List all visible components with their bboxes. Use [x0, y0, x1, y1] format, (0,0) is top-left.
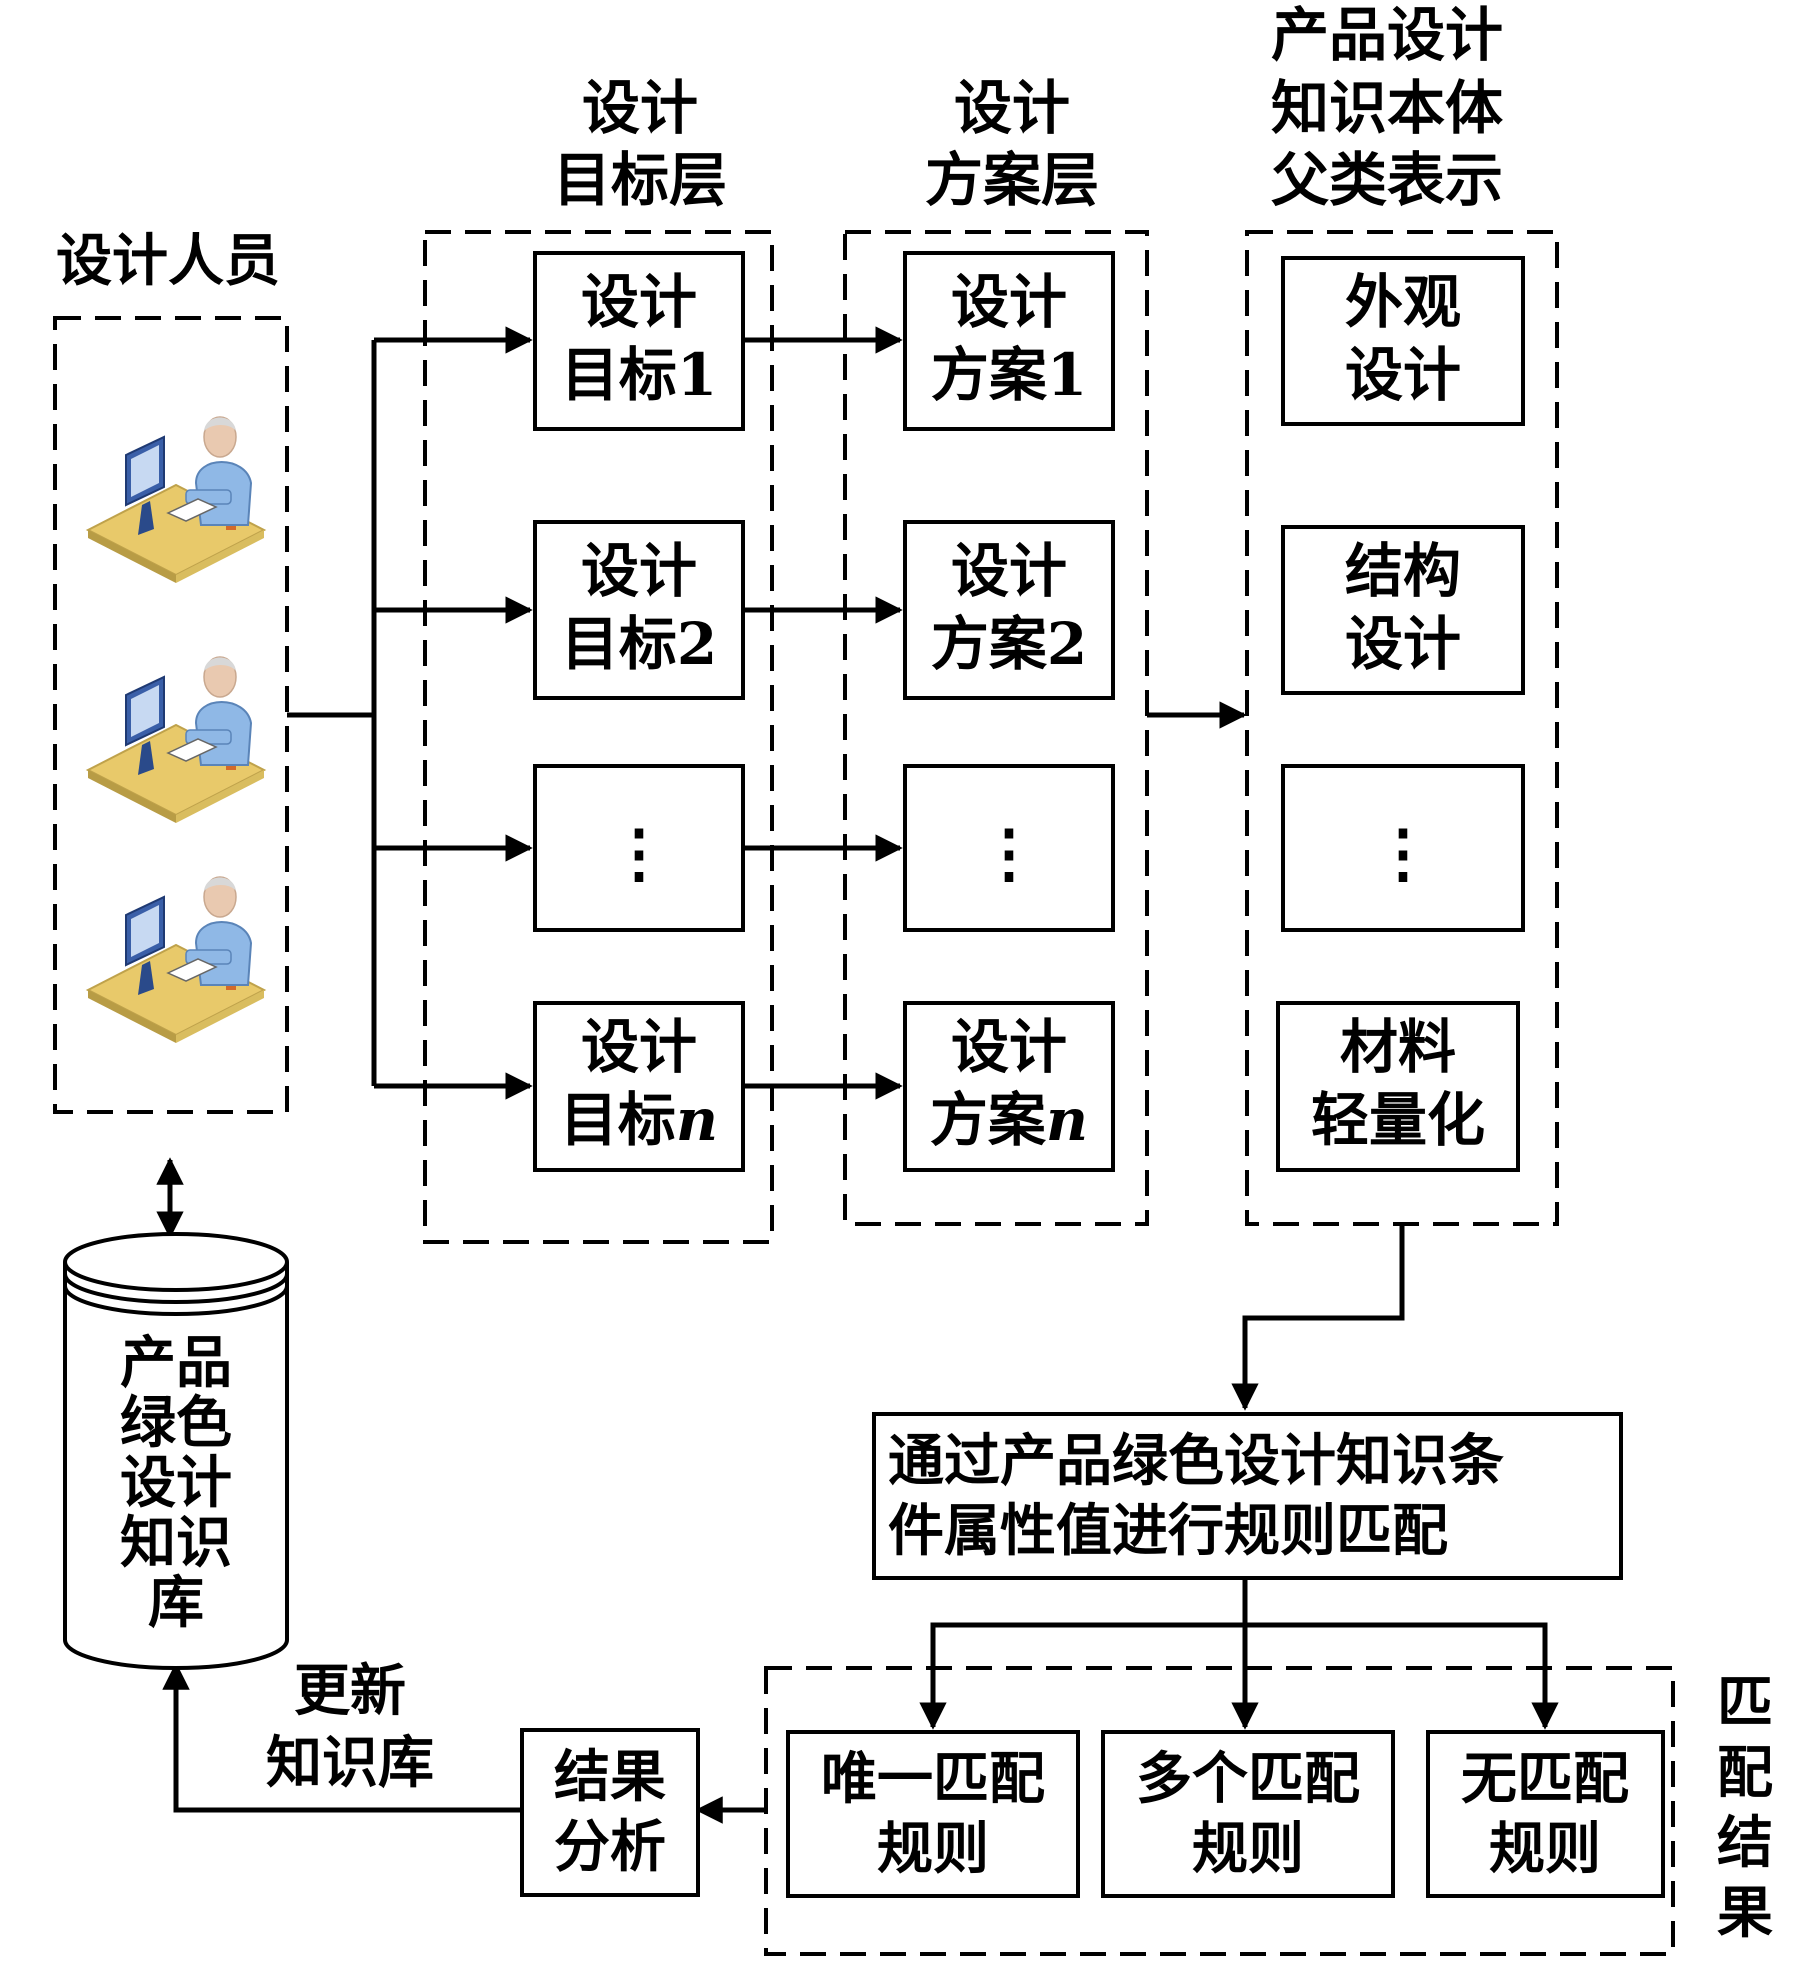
scheme-box-ellipsis [903, 764, 1115, 932]
designer-workstation-icon [87, 876, 265, 1044]
goal-2-line1: 设计 [581, 537, 697, 605]
goal-1-line2: 目标1 [561, 341, 717, 409]
match-none-line2: 规则 [1489, 1816, 1601, 1882]
match-result-unique-box [786, 1730, 1080, 1898]
designer-workstation-icon [87, 656, 265, 824]
knowledge-base-line3: 设计 [120, 1450, 232, 1516]
knowledge-base-line1: 产品 [120, 1330, 232, 1396]
goal-box-n [533, 1001, 745, 1172]
goal-ellipsis: ⋮ [607, 816, 671, 891]
ontology-box-material [1276, 1001, 1520, 1172]
knowledge-base-line5: 库 [148, 1570, 204, 1636]
match-result-label-4: 果 [1717, 1880, 1773, 1946]
ontology-structure-line1: 结构 [1345, 537, 1461, 605]
scheme-1-line2: 方案1 [931, 341, 1087, 409]
scheme-layer-header-line1: 设计 [954, 74, 1070, 142]
ontology-box-structure [1281, 525, 1525, 695]
scheme-box-2 [903, 520, 1115, 700]
goal-2-line2: 目标2 [561, 610, 717, 678]
scheme-2-line1: 设计 [951, 537, 1067, 605]
goal-layer-header-line1: 设计 [582, 74, 698, 142]
ontology-header-line2: 知识本体 [1271, 74, 1503, 142]
goal-box-1 [533, 251, 745, 431]
ontology-material-line2: 轻量化 [1311, 1086, 1485, 1154]
rule-matching-box [872, 1412, 1623, 1580]
ontology-appearance-line1: 外观 [1345, 268, 1461, 336]
designer-workstation-icon [87, 416, 265, 584]
goal-box-ellipsis [533, 764, 745, 932]
ontology-header-line3: 父类表示 [1271, 146, 1503, 214]
match-result-label-2: 配 [1717, 1740, 1773, 1806]
scheme-n-line1: 设计 [951, 1013, 1067, 1081]
update-kb-line2: 知识库 [266, 1730, 434, 1796]
scheme-2-line2: 方案2 [931, 610, 1087, 678]
rule-matching-line1: 通过产品绿色设计知识条 [888, 1428, 1504, 1494]
designers-header: 设计人员 [56, 228, 280, 294]
goal-n-line1: 设计 [581, 1013, 697, 1081]
scheme-ellipsis: ⋮ [977, 816, 1041, 891]
ontology-header-line1: 产品设计 [1271, 1, 1503, 69]
ontology-box-ellipsis [1281, 764, 1525, 932]
result-analysis-box [520, 1728, 700, 1897]
scheme-box-n [903, 1001, 1115, 1172]
update-kb-line1: 更新 [294, 1658, 406, 1724]
match-multiple-line1: 多个匹配 [1136, 1746, 1360, 1812]
knowledge-base-cylinder [63, 1232, 289, 1670]
ontology-box-appearance [1281, 256, 1525, 426]
scheme-1-line1: 设计 [951, 268, 1067, 336]
ontology-ellipsis: ⋮ [1371, 816, 1435, 891]
match-unique-line1: 唯一匹配 [821, 1746, 1045, 1812]
scheme-n-line2: 方案n [930, 1086, 1088, 1154]
result-analysis-line1: 结果 [554, 1744, 666, 1810]
match-none-line1: 无匹配 [1461, 1746, 1629, 1812]
match-multiple-line2: 规则 [1192, 1816, 1304, 1882]
scheme-box-1 [903, 251, 1115, 431]
goal-layer-header-line2: 目标层 [553, 146, 727, 214]
scheme-layer-header-line2: 方案层 [925, 146, 1099, 214]
result-analysis-line2: 分析 [554, 1814, 666, 1880]
goal-layer-group-frame [423, 230, 774, 1244]
designers-group-frame [53, 316, 289, 1114]
match-result-none-box [1426, 1730, 1665, 1898]
goal-n-line2: 目标n [560, 1086, 718, 1154]
knowledge-base-line4: 知识 [120, 1510, 232, 1576]
scheme-layer-group-frame [843, 230, 1149, 1226]
goal-1-line1: 设计 [581, 268, 697, 336]
match-result-label-3: 结 [1717, 1810, 1773, 1876]
ontology-appearance-line2: 设计 [1345, 341, 1461, 409]
match-result-label-1: 匹 [1717, 1670, 1773, 1736]
knowledge-base-line2: 绿色 [120, 1390, 232, 1456]
rule-matching-line2: 件属性值进行规则匹配 [888, 1498, 1448, 1564]
ontology-material-line1: 材料 [1340, 1013, 1456, 1081]
goal-box-2 [533, 520, 745, 700]
match-result-multiple-box [1101, 1730, 1395, 1898]
match-unique-line2: 规则 [877, 1816, 989, 1882]
ontology-structure-line2: 设计 [1345, 610, 1461, 678]
